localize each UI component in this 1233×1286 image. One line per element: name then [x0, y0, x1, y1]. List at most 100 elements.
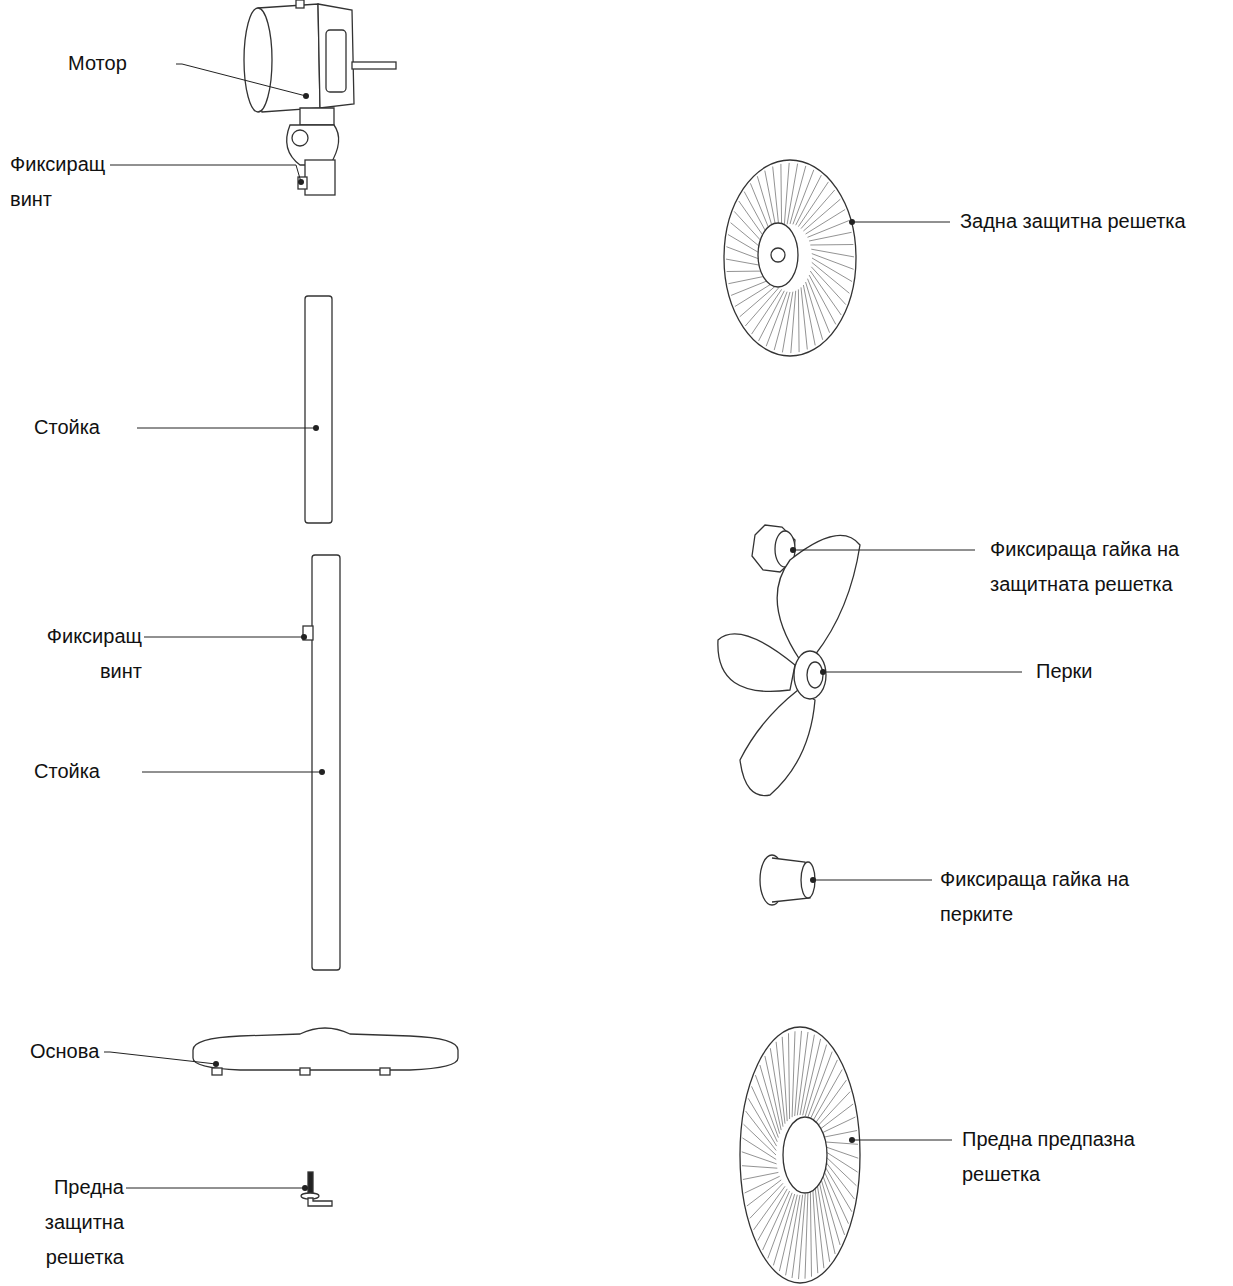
foot [380, 1068, 390, 1075]
grill-wire [745, 1176, 780, 1193]
leader-dot [313, 425, 319, 431]
grill-wire [742, 1138, 776, 1160]
part-label: Фиксиращ винт [10, 147, 110, 217]
part-label: Предна защитна решетка [14, 1170, 124, 1275]
grill-wire [813, 1189, 818, 1273]
grill-wire [820, 1117, 855, 1134]
grill-wire [801, 287, 807, 349]
grill-wire [810, 1060, 837, 1119]
grill-wire [822, 1172, 845, 1235]
grill-wire [824, 1160, 855, 1200]
grill-wire [789, 1033, 790, 1119]
grill-wire [745, 287, 779, 326]
grill-wire [759, 291, 785, 341]
pole [305, 296, 332, 523]
part-label: Фиксиращ винт [8, 619, 142, 689]
grill-wire [773, 167, 779, 229]
grill-wire [796, 175, 822, 225]
leader-line [144, 637, 304, 638]
motor-socket [305, 160, 335, 195]
leader-dot [213, 1061, 219, 1067]
grill-wire [801, 190, 835, 229]
foot [212, 1068, 222, 1075]
grill-wire [815, 1080, 846, 1124]
grill-wire [798, 289, 800, 352]
grill-wire [820, 1176, 840, 1245]
front-grill [740, 1027, 860, 1283]
grill-wire [754, 1186, 785, 1230]
grill-wire [742, 1166, 777, 1169]
grill-wire [811, 267, 846, 305]
motor-flange [326, 30, 346, 92]
grill-hole [771, 248, 785, 262]
part-label: Задна защитна решетка [960, 204, 1210, 239]
motor-shaft [352, 62, 396, 69]
grill-wire [776, 1042, 785, 1124]
hub-face [807, 662, 823, 688]
part-label: Мотор [68, 46, 178, 81]
grill-wire [805, 1045, 826, 1116]
grill-wire [803, 1039, 821, 1115]
grill-wire [792, 1031, 795, 1117]
grill-wire [766, 292, 787, 347]
part-label: Стойка [34, 754, 144, 789]
grill-wire [790, 166, 806, 224]
grill-wire [765, 171, 777, 231]
grill-wire [803, 285, 815, 345]
grill-wire [746, 1111, 777, 1151]
grill-wire [760, 1065, 780, 1134]
part-label: Фиксираща гайка на перките [940, 862, 1165, 932]
part-label: Стойка [34, 410, 144, 445]
grill-hub [758, 223, 798, 287]
leader-dot [810, 877, 816, 883]
grill-wire [812, 262, 850, 293]
propeller-hub [794, 651, 826, 699]
leader-dot [301, 634, 307, 640]
motor-plate [318, 4, 354, 108]
grill-wire [809, 232, 852, 241]
part-label: Фиксираща гайка на защитната решетка [990, 532, 1215, 602]
grill-wire [798, 182, 828, 227]
grill-wire [780, 164, 782, 227]
leader-line [104, 1052, 216, 1064]
grill-wire [779, 1195, 797, 1271]
part-label: Перки [1036, 654, 1156, 689]
base [193, 1028, 458, 1070]
grill-wires [726, 163, 854, 353]
leader-lines [104, 64, 1022, 1188]
grill-wire [805, 1193, 808, 1279]
grill-wire [773, 1194, 794, 1265]
leader-dot [303, 93, 309, 99]
grill-wire [809, 275, 836, 324]
grill-wire [774, 292, 790, 350]
grill-wire [799, 1194, 806, 1279]
joint [287, 125, 339, 165]
grill-wire [824, 1151, 858, 1173]
bolt-handle [308, 1198, 332, 1206]
leader-line [142, 772, 322, 773]
grill-wire [795, 1031, 802, 1116]
blade [718, 634, 795, 692]
leader-dot [298, 179, 304, 185]
grill-wire [792, 1195, 803, 1278]
leader-line [137, 428, 316, 429]
grill-wire [810, 244, 853, 246]
grill-wire [752, 289, 782, 334]
leader-dot [790, 547, 796, 553]
grill-wire [742, 1152, 777, 1164]
grill-center [783, 1117, 827, 1193]
grill-wire [793, 170, 814, 225]
leader-line [110, 165, 301, 182]
leader-dot [820, 669, 826, 675]
spinner-front [801, 862, 815, 898]
leader-line [823, 672, 1022, 673]
screw [298, 177, 307, 189]
pole [312, 555, 340, 970]
leader-line [852, 222, 950, 223]
part-label: Предна предпазна решетка [962, 1122, 1162, 1192]
grill-wire [758, 1189, 787, 1241]
leader-line [813, 880, 932, 881]
grill-wires [742, 1031, 858, 1279]
grill-wire [797, 1032, 808, 1115]
